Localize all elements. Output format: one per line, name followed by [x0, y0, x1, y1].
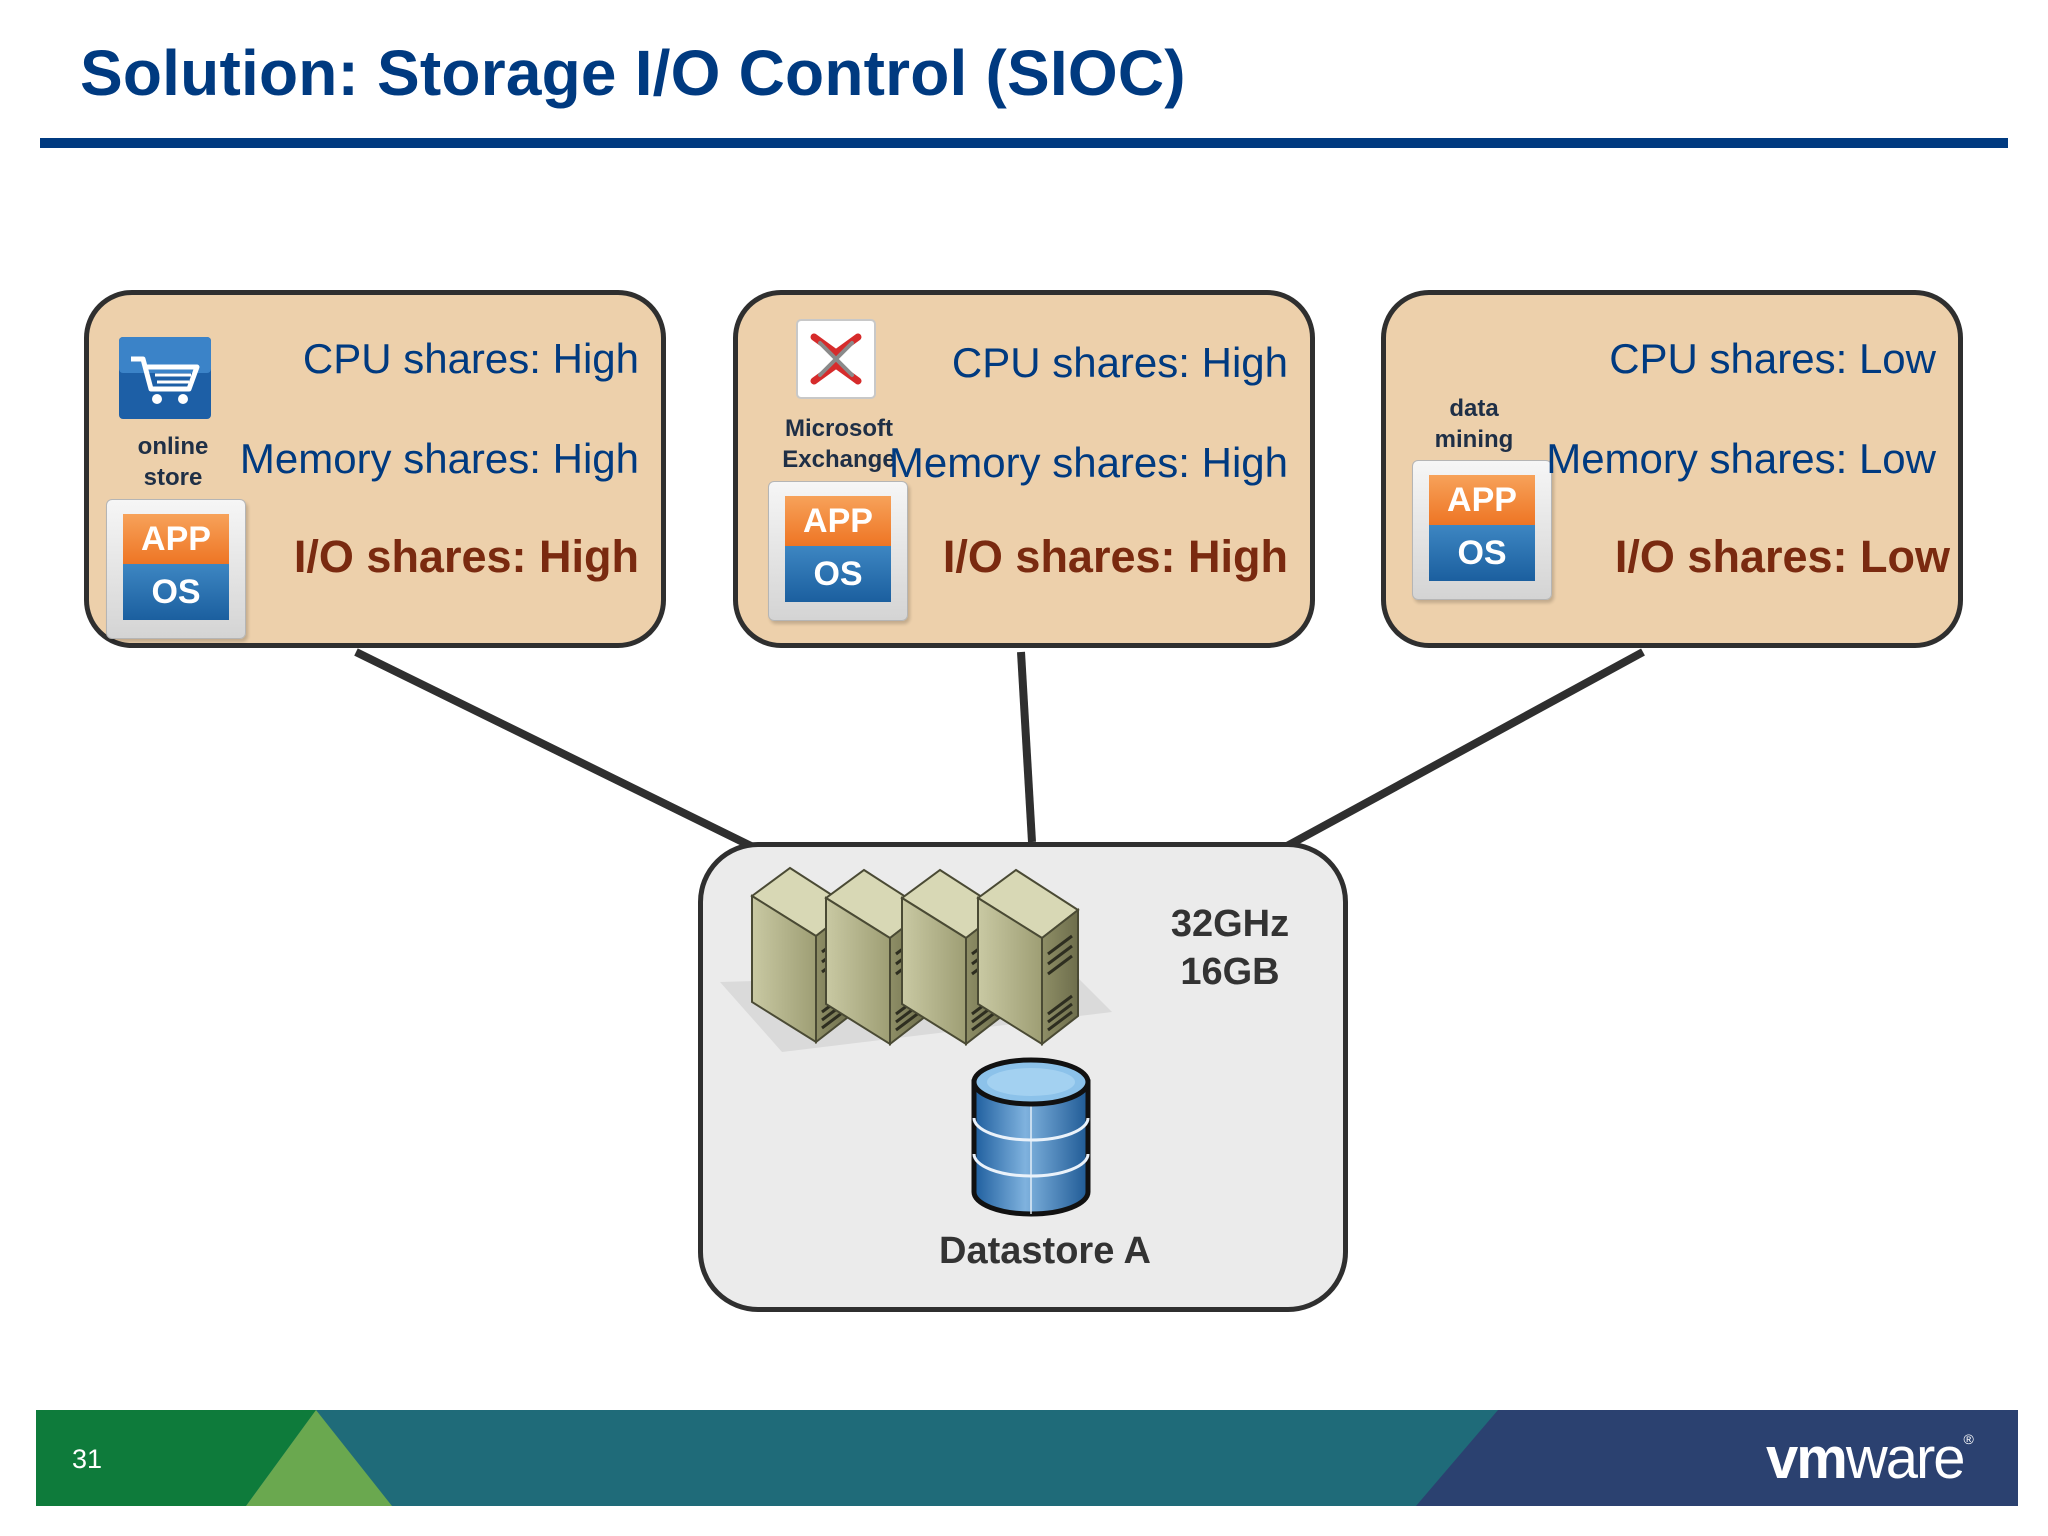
memory-shares: Memory shares: Low: [1546, 435, 1936, 482]
vmware-logo: vmware®: [1766, 1425, 1974, 1492]
memory-shares: Memory shares: High: [888, 439, 1288, 486]
footer-band: [36, 1410, 2018, 1506]
datastore-label: Datastore A: [939, 1230, 1151, 1272]
registered-mark: ®: [1963, 1431, 1974, 1447]
connector-microsoft-exchange: [1017, 651, 1036, 843]
logo-ware-text: ware: [1845, 1426, 1966, 1491]
title-divider: [40, 138, 2008, 148]
io-shares: I/O shares: High: [942, 531, 1288, 582]
io-shares: I/O shares: Low: [1614, 531, 1950, 582]
server-cluster-icon: [720, 866, 1112, 1052]
exchange-logo-icon: [796, 319, 876, 399]
server-icon: [976, 868, 1080, 1047]
page-number: 31: [72, 1444, 103, 1474]
cpu-shares: CPU shares: Low: [1609, 335, 1936, 382]
shopping-cart-icon: [119, 337, 211, 419]
host-memory-capacity: 16GB: [1180, 951, 1280, 993]
app-layer-label: APP: [1429, 475, 1535, 525]
host-specs: 32GHz 16GB: [1150, 900, 1310, 996]
logo-vm-text: vm: [1766, 1426, 1848, 1491]
slide-title: Solution: Storage I/O Control (SIOC): [80, 37, 1186, 109]
app-layer-label: APP: [123, 514, 229, 564]
host-cpu-capacity: 32GHz: [1170, 903, 1290, 945]
os-layer-label: OS: [123, 564, 229, 620]
cpu-shares: CPU shares: High: [302, 335, 639, 382]
io-shares: I/O shares: High: [293, 531, 639, 582]
datastore-icon: [971, 1057, 1091, 1217]
connector-data-mining: [1285, 648, 1645, 850]
memory-shares: Memory shares: High: [239, 435, 639, 482]
app-os-icon: APP OS: [1412, 460, 1552, 600]
cpu-shares: CPU shares: High: [951, 339, 1288, 386]
app-os-icon: APP OS: [106, 499, 246, 639]
os-layer-label: OS: [785, 546, 891, 602]
connector-online-store: [354, 648, 757, 852]
app-os-icon: APP OS: [768, 481, 908, 621]
os-layer-label: OS: [1429, 525, 1535, 581]
app-layer-label: APP: [785, 496, 891, 546]
